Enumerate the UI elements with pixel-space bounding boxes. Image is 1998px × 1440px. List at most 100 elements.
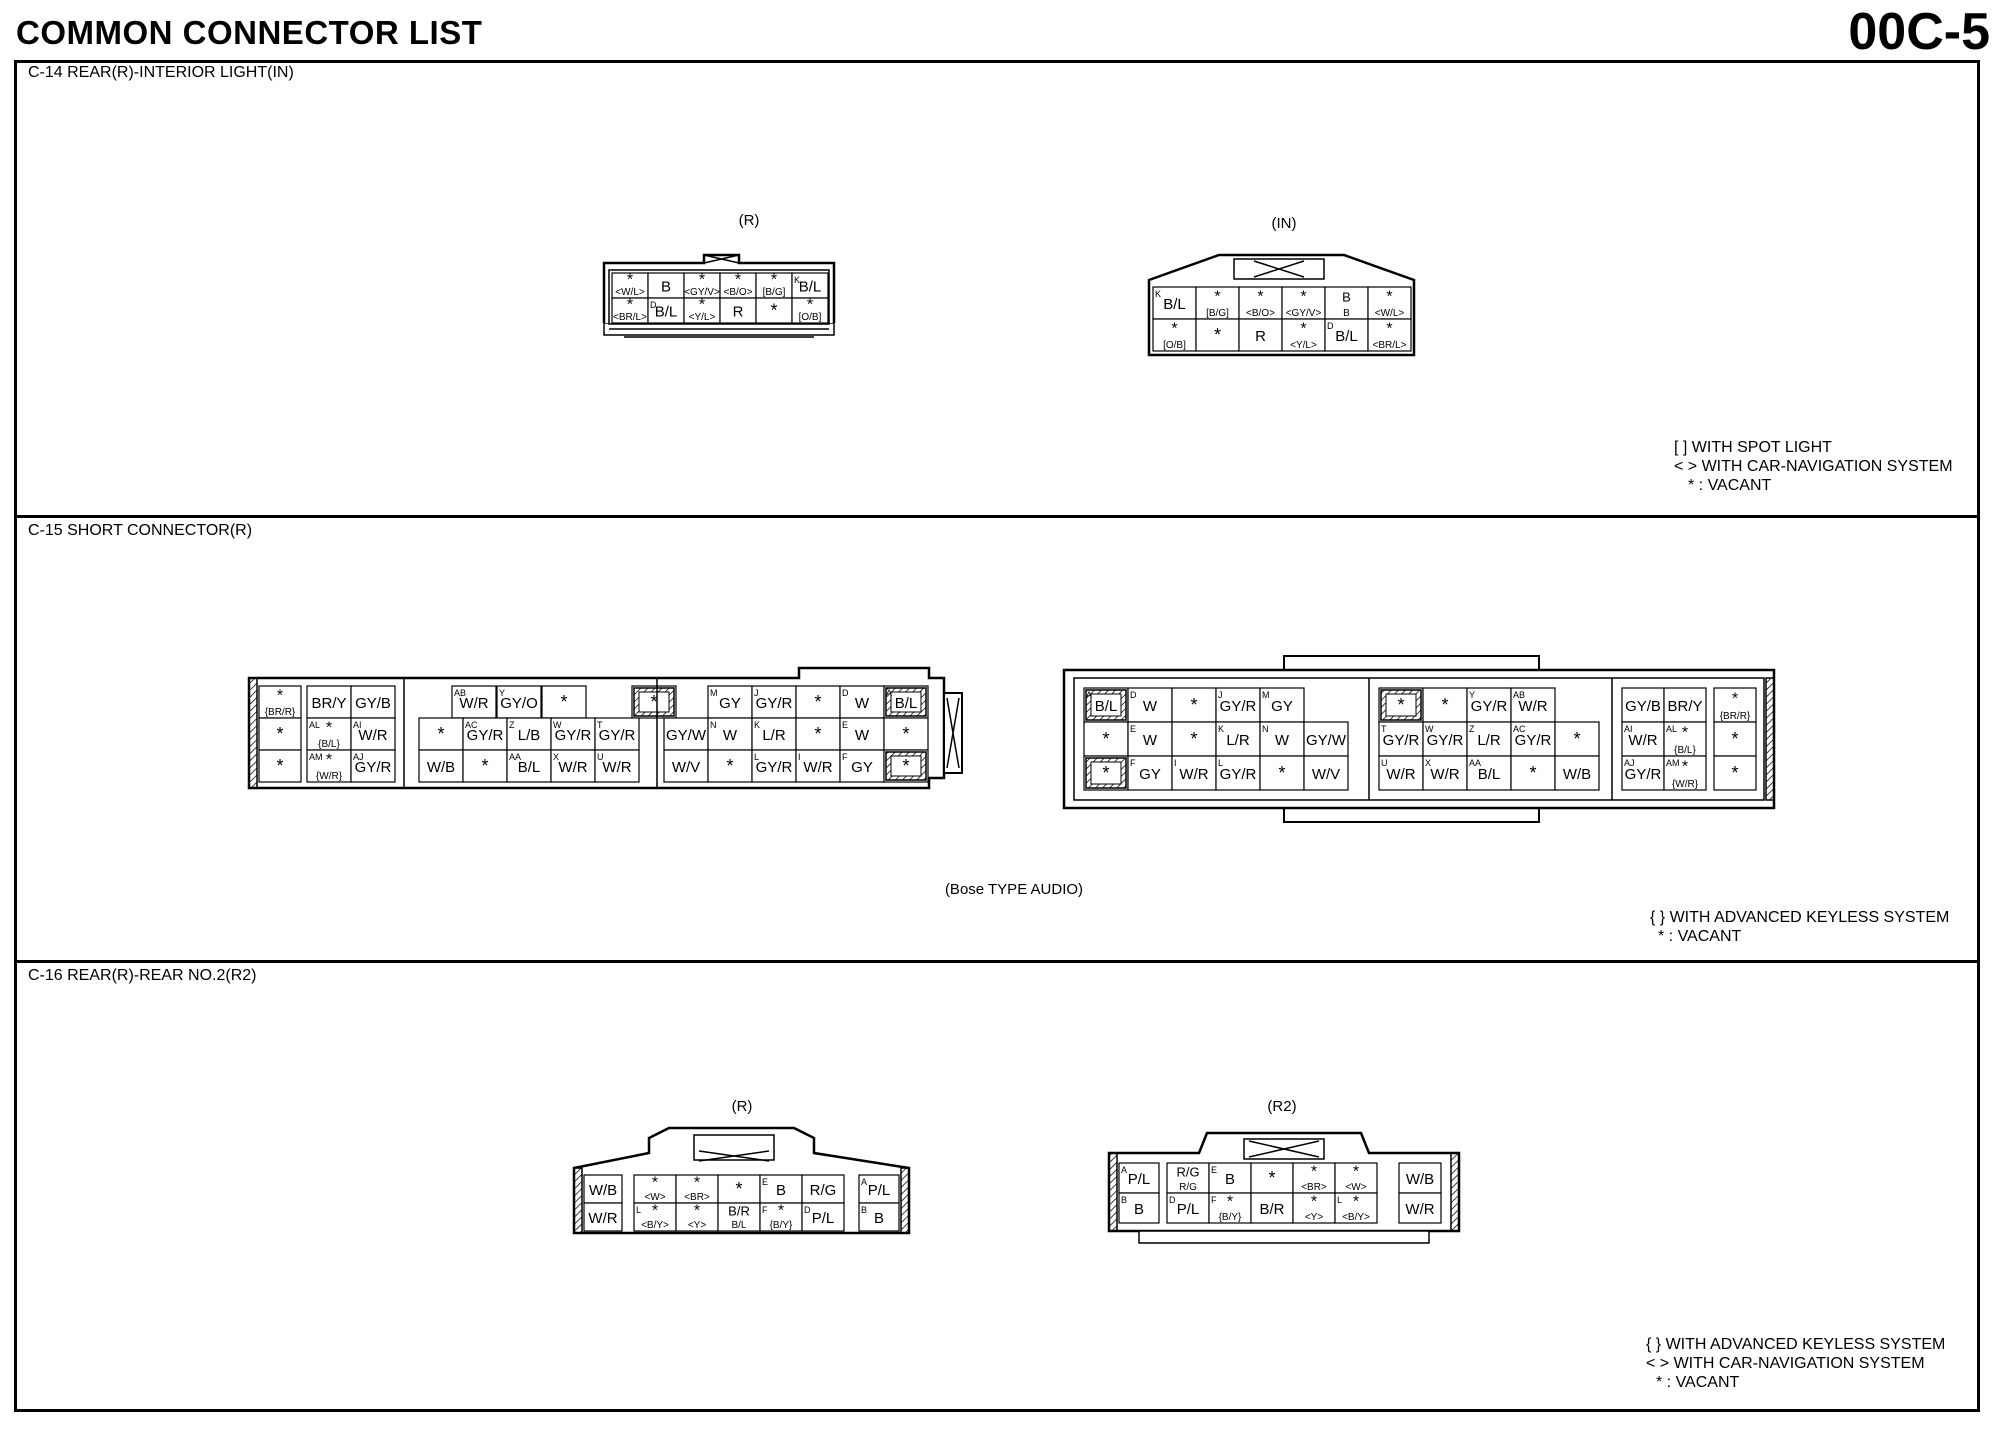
- pin-letter: W: [553, 720, 562, 730]
- pin-cell: [1127, 721, 1173, 757]
- pin-letter: L: [1218, 758, 1223, 768]
- pin-cell: [751, 685, 797, 719]
- pin-label: W/R: [558, 759, 587, 776]
- pin-cell: [1118, 1162, 1160, 1194]
- legend-c16: { } WITH ADVANCED KEYLESS SYSTEM < > WIT…: [1646, 1335, 1945, 1392]
- page-code: 00C-5: [1848, 3, 1990, 61]
- pin-sublabel: <B/O>: [1246, 308, 1275, 319]
- pin-sublabel: <Y>: [688, 1220, 707, 1231]
- connector-c14-in: KB/L*[B/G]*<B/O>*<GY/V>BB*<W/L>*[O/B]*R*…: [1147, 253, 1416, 357]
- pin-cell: [1250, 1162, 1294, 1194]
- pin-label: GY/R: [1471, 698, 1508, 715]
- pin-sublabel: B/L: [731, 1220, 746, 1231]
- pin-letter: T: [597, 720, 603, 730]
- pin-label: *: [1682, 758, 1688, 775]
- pin-label: L/B: [518, 727, 541, 744]
- pin-cell: [1303, 721, 1349, 757]
- pin-sublabel: [B/G]: [1206, 308, 1229, 319]
- pin-sublabel: <GY/V>: [684, 287, 720, 298]
- pin-label: W/R: [1518, 698, 1547, 715]
- pin-cell: [462, 749, 508, 783]
- pin-cell: [663, 717, 709, 751]
- pin-cell: [350, 717, 396, 751]
- pin-label: R: [733, 304, 744, 321]
- pin-label: *: [699, 271, 705, 288]
- pin-cell: [1259, 721, 1305, 757]
- pin-sublabel: R/G: [1179, 1182, 1197, 1193]
- pin-cell: [1208, 1192, 1252, 1224]
- pin-cell: [1195, 318, 1240, 352]
- pin-sublabel: <BR>: [684, 1192, 710, 1203]
- pin-label: *: [778, 1203, 784, 1220]
- pin-sublabel: {W/R}: [316, 771, 343, 782]
- pin-label: W/B: [427, 759, 455, 776]
- pin-label: *: [770, 301, 777, 321]
- pin-label: GY: [1139, 766, 1161, 783]
- pin-letter: AI: [1624, 724, 1633, 734]
- pin-letter: K: [1218, 724, 1224, 734]
- pin-letter: B: [1121, 1195, 1127, 1205]
- pin-letter: Y: [499, 688, 505, 698]
- pin-label: GY/R: [756, 695, 793, 712]
- pin-cell: [1166, 1192, 1210, 1224]
- pin-label: W/R: [588, 1210, 617, 1227]
- section-title: C-16 REAR(R)-REAR NO.2(R2): [28, 967, 257, 984]
- pin-letter: E: [842, 720, 848, 730]
- pin-letter: E: [1130, 724, 1136, 734]
- pin-label: *: [699, 296, 705, 313]
- pin-cell: [1621, 687, 1665, 723]
- pin-label: GY: [719, 695, 741, 712]
- pin-letter: F: [1211, 1195, 1217, 1205]
- pin-cell: [1292, 1162, 1336, 1194]
- pin-label: W: [1143, 732, 1158, 749]
- pin-label: GY/W: [1306, 732, 1347, 749]
- pin-cell-inner: [638, 691, 670, 713]
- pin-label: W: [855, 727, 870, 744]
- pin-label: *: [1397, 695, 1404, 715]
- pin-cell: [1215, 755, 1261, 791]
- pin-letter: F: [1130, 758, 1136, 768]
- pin-letter: AJ: [1624, 758, 1635, 768]
- pin-label: B/R: [728, 1204, 750, 1219]
- pin-letter: E: [1211, 1165, 1217, 1175]
- pin-label: *: [1732, 690, 1738, 707]
- hatched-wall: [900, 1167, 910, 1234]
- pin-cell-inner: [1090, 693, 1122, 717]
- legend-line: < > WITH CAR-NAVIGATION SYSTEM: [1646, 1355, 1925, 1372]
- pin-cell: [583, 1174, 623, 1204]
- pin-label: *: [1353, 1164, 1359, 1181]
- pin-cell: [550, 717, 596, 751]
- pin-letter: D: [1327, 321, 1334, 331]
- pin-sublabel: [O/B]: [1163, 340, 1186, 351]
- pin-label: *: [726, 756, 733, 776]
- latch-mark: [1248, 1140, 1320, 1158]
- hatched-wall: [1450, 1152, 1460, 1232]
- pin-cell: [594, 749, 640, 783]
- pin-label: *: [735, 1179, 742, 1199]
- pin-letter: AM: [1666, 758, 1680, 768]
- pin-label: *: [1300, 320, 1306, 337]
- pin-cell: [1303, 755, 1349, 791]
- pin-cell: [707, 749, 753, 783]
- pin-label: W/R: [1405, 1201, 1434, 1218]
- pin-label: B/L: [1163, 296, 1186, 313]
- pin-label: GY/B: [1625, 698, 1661, 715]
- pin-label: *: [1300, 288, 1306, 305]
- diagram-frame: [14, 60, 1980, 1412]
- pin-cell: [1171, 687, 1217, 723]
- pin-label: GY/R: [555, 727, 592, 744]
- pin-letter: AL: [1666, 724, 1677, 734]
- pin-cell: [801, 1174, 845, 1204]
- pin-label: *: [1102, 729, 1109, 749]
- pin-cell: [1554, 721, 1600, 757]
- pin-label: L/R: [1477, 732, 1501, 749]
- pin-cell: [1422, 687, 1468, 723]
- pin-cell: [633, 1174, 677, 1204]
- pin-cell: [496, 685, 542, 719]
- pin-letter: F: [762, 1205, 768, 1215]
- pin-cell: [1166, 1162, 1210, 1194]
- pin-label: *: [650, 692, 657, 712]
- pin-label: W/B: [1563, 766, 1591, 783]
- pin-sublabel: [O/B]: [799, 312, 822, 323]
